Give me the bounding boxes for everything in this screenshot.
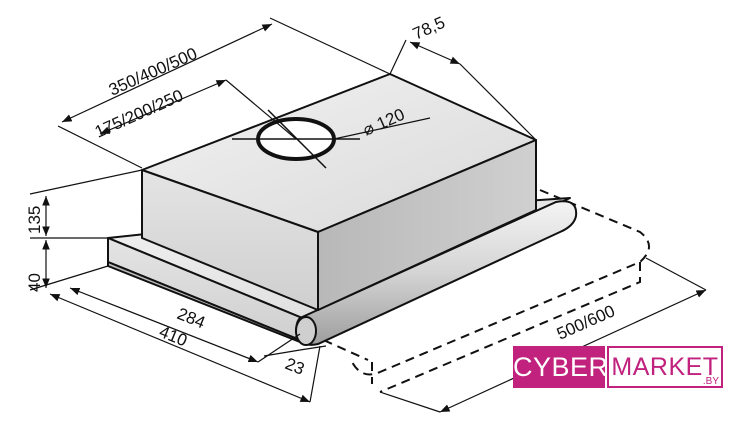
hood-body-box	[141, 73, 537, 311]
logo-cyber: CYBER	[513, 346, 608, 388]
dim-body-height: 135	[25, 206, 44, 234]
cybermarket-logo: CYBER MARKET .BY	[513, 346, 723, 392]
logo-suffix: .BY	[702, 376, 719, 387]
dim-width-options: 350/400/500	[106, 44, 200, 100]
logo-market: MARKET	[607, 346, 723, 388]
dim-extended-width: 500/600	[554, 301, 618, 343]
dim-duct-offset: 175/200/250	[92, 86, 186, 142]
dim-rear-offset: 78,5	[410, 13, 448, 44]
dim-depth-outer: 410	[157, 322, 190, 350]
dim-front-strip: 23	[283, 354, 308, 379]
dim-panel-height: 40	[25, 273, 44, 292]
dimension-lines	[29, 17, 707, 413]
extended-panel-outline	[309, 189, 650, 393]
